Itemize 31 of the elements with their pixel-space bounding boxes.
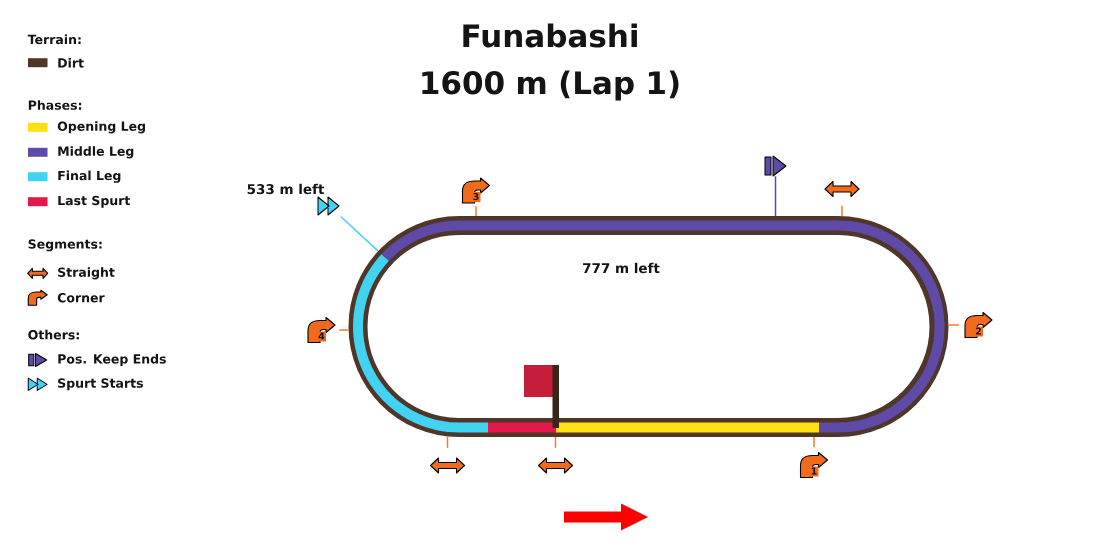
double-arrow-icon [824,180,860,198]
legend-label: Corner [57,292,105,303]
legend-label: Spurt Starts [58,378,143,391]
legend-label: Opening Leg [57,121,145,134]
legend-label: Final Leg [58,170,121,183]
fast-forward-icon [317,196,340,216]
legend-heading: Others: [28,329,79,340]
race-track [348,216,949,437]
marker-icon [764,155,787,177]
leader-line [446,436,449,449]
leader-line [813,436,815,449]
leader-line [475,205,477,217]
distance-label: 777 m left [583,262,660,274]
double-arrow-icon [429,457,466,474]
legend-label: Pos. Keep Ends [58,353,166,367]
legend-label: Last Spurt [58,195,131,208]
distance-label: 533 m left [247,183,325,195]
leader-line [554,436,557,449]
leader-line [774,175,777,217]
title: Funabashi 1600 m (Lap 1) [422,23,679,101]
legend-heading: Phases: [28,100,82,110]
legend-heading: Terrain: [27,34,81,45]
leader-line [338,329,350,331]
leader-line [947,324,960,326]
legend-label: Middle Leg [58,146,134,159]
double-arrow-icon [537,457,574,474]
leader-line [339,215,379,252]
legend-label: Dirt [58,57,84,68]
legend-label: Straight [58,267,115,280]
legend-heading: Segments: [28,239,102,252]
leader-line [841,204,843,217]
